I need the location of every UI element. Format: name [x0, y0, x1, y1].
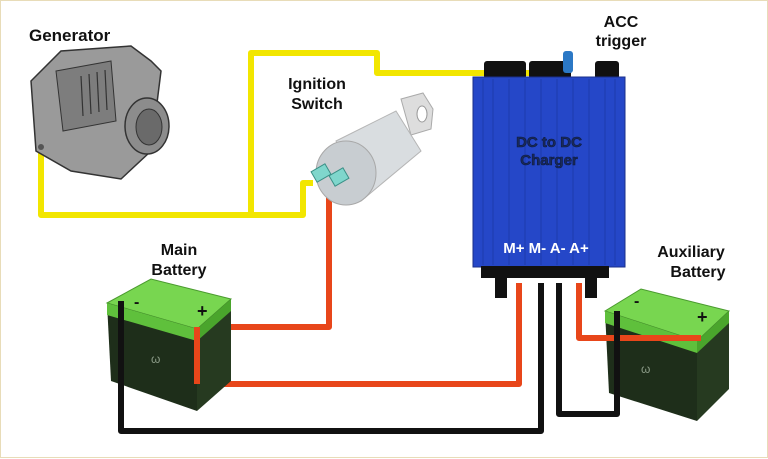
aux-battery-positive-label: + [697, 307, 708, 327]
generator-label: Generator [29, 26, 111, 45]
charger-terminal-labels: M+ M- A- A+ [503, 240, 589, 257]
yellow-wire-generator-to-switch [38, 50, 569, 218]
orange-wire-main-positive-to-charger [194, 283, 522, 387]
generator-icon [30, 45, 170, 180]
acc-trigger-label-line2: trigger [596, 33, 647, 50]
battery-logo-icon: ω [641, 362, 650, 376]
aux-battery-icon: ω [603, 288, 731, 421]
main-battery-icon: ω [105, 278, 233, 411]
ignition-switch-label-line1: Ignition [288, 76, 346, 93]
charger-label-line2: Charger [520, 152, 578, 169]
orange-wire-switch-to-main-positive [197, 187, 332, 330]
aux-battery-negative-label: - [634, 293, 639, 310]
main-battery-label-line2: Battery [151, 262, 206, 279]
main-battery-negative-label: - [134, 294, 139, 311]
main-battery-label-line1: Main [161, 242, 197, 259]
acc-trigger-connector [563, 51, 573, 73]
aux-battery-label-line2: Battery [670, 264, 725, 281]
acc-trigger-label-line1: ACC [604, 14, 639, 31]
dc-to-dc-charger [472, 51, 626, 298]
aux-battery-label-line1: Auxiliary [657, 244, 725, 261]
ignition-switch-icon [310, 92, 434, 206]
ignition-switch-label-line2: Switch [291, 96, 343, 113]
yellow-wire-switch-branch [251, 180, 313, 218]
main-battery-positive-label: + [197, 301, 208, 321]
charger-label-line1: DC to DC [516, 134, 582, 151]
battery-logo-icon: ω [151, 352, 160, 366]
